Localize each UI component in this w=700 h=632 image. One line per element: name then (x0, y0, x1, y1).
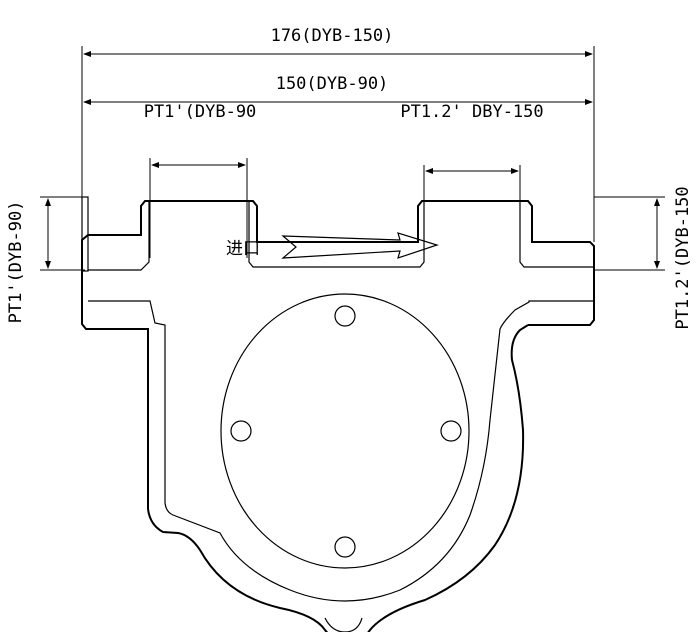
cover-plate-circle (220, 293, 470, 569)
body-outer-top (81, 200, 595, 326)
left-flange (81, 196, 89, 272)
dim-text-150: 150(DYB-90) (276, 74, 389, 94)
body-outer-right-lower (367, 324, 529, 632)
drain-boss (324, 617, 363, 632)
bolt-hole-left (230, 420, 252, 442)
bolt-hole-top (334, 305, 356, 327)
bolt-hole-right (440, 420, 462, 442)
body-outer-lower (81, 290, 329, 632)
body-inner-top (88, 201, 594, 271)
dim-text-top-right-port: PT1.2' DBY-150 (400, 102, 543, 122)
dim-text-176: 176(DYB-150) (271, 26, 394, 46)
body-inner-lower (88, 300, 595, 602)
inlet-label: 进口 (226, 239, 260, 259)
flow-direction-arrow-icon (281, 232, 439, 259)
bolt-hole-bottom (334, 536, 356, 558)
dim-text-top-left-port: PT1'(DYB-90 (144, 102, 257, 122)
dim-text-left-port: PT1'(DYB-90) (6, 201, 26, 324)
dim-text-right-port: PT1.2'(DYB-150 (673, 186, 693, 329)
